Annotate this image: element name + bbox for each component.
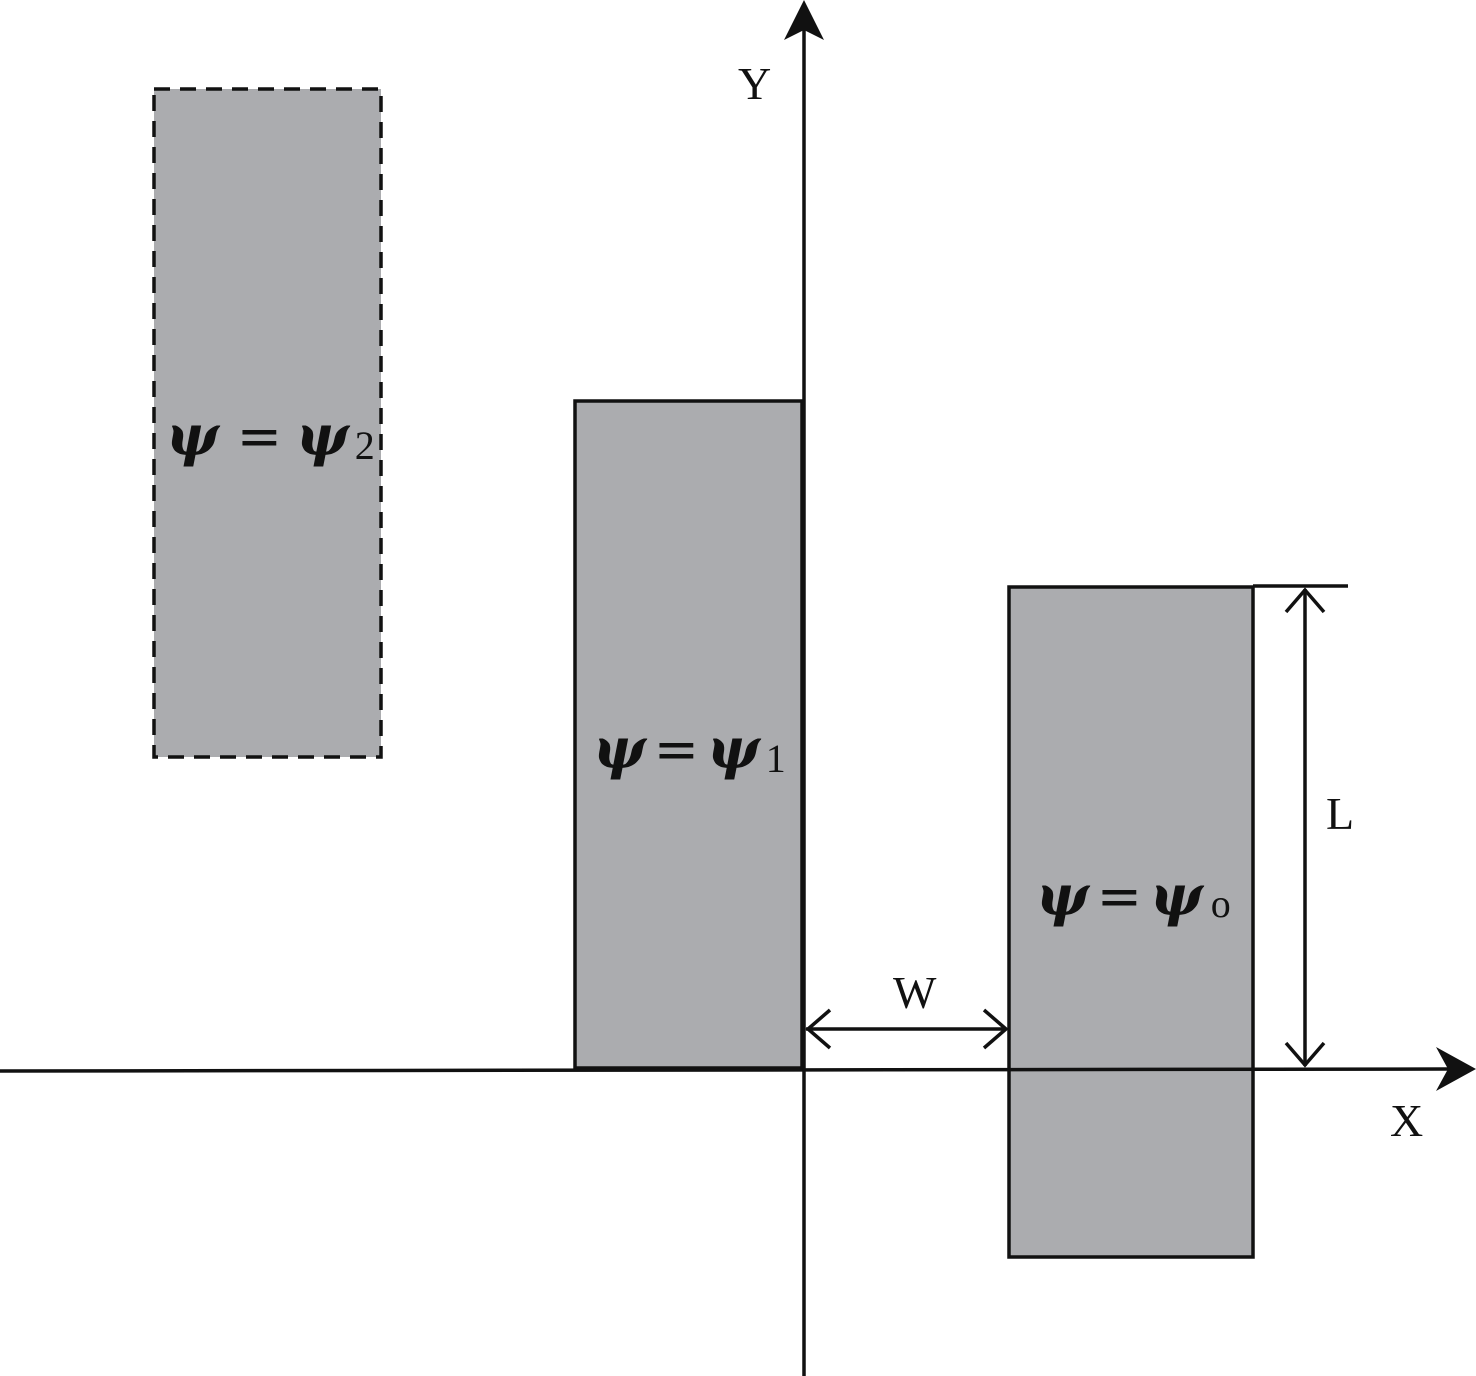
y-axis: Y [738, 0, 824, 1376]
psi-symbol: ψ [1036, 863, 1091, 929]
y-axis-arrowhead [784, 0, 824, 40]
y-axis-label: Y [738, 58, 771, 109]
width-label: W [893, 967, 937, 1018]
region-psi-2-rect [152, 87, 383, 759]
region-psi-1-label: ψ = ψ 1 [593, 716, 786, 782]
region-psi-1: ψ = ψ 1 [573, 399, 804, 1070]
psi-symbol: ψ [1150, 863, 1205, 929]
region-psi-2: ψ = ψ 2 [152, 87, 383, 759]
width-dimension: W [805, 967, 1009, 1050]
length-arrowhead-bottom [1284, 1041, 1326, 1068]
psi-symbol: ψ [296, 403, 351, 469]
equals-sign: = [1097, 865, 1142, 928]
equals-sign: = [654, 718, 699, 781]
length-label: L [1326, 788, 1354, 839]
width-arrowhead-right [982, 1008, 1009, 1050]
subscript: o [1211, 881, 1231, 926]
x-axis-label: X [1390, 1095, 1423, 1146]
equals-sign: = [237, 405, 282, 468]
psi-symbol: ψ [166, 403, 221, 469]
x-axis-arrowhead [1436, 1047, 1476, 1091]
width-arrowhead-left [805, 1008, 832, 1050]
subscript: 2 [355, 423, 375, 468]
length-dimension: L [1253, 584, 1354, 1068]
subscript: 1 [766, 736, 786, 781]
x-axis: X [0, 1047, 1476, 1146]
length-arrowhead-top [1284, 587, 1326, 614]
region-psi-o-rect [1007, 585, 1255, 1259]
region-psi-o: ψ = ψ o [1007, 585, 1255, 1259]
region-psi-2-label: ψ = ψ 2 [166, 403, 375, 469]
psi-symbol: ψ [707, 716, 762, 782]
psi-symbol: ψ [593, 716, 648, 782]
x-axis-line [0, 1067, 1449, 1073]
region-psi-1-rect [573, 399, 804, 1070]
region-psi-o-label: ψ = ψ o [1036, 863, 1231, 929]
